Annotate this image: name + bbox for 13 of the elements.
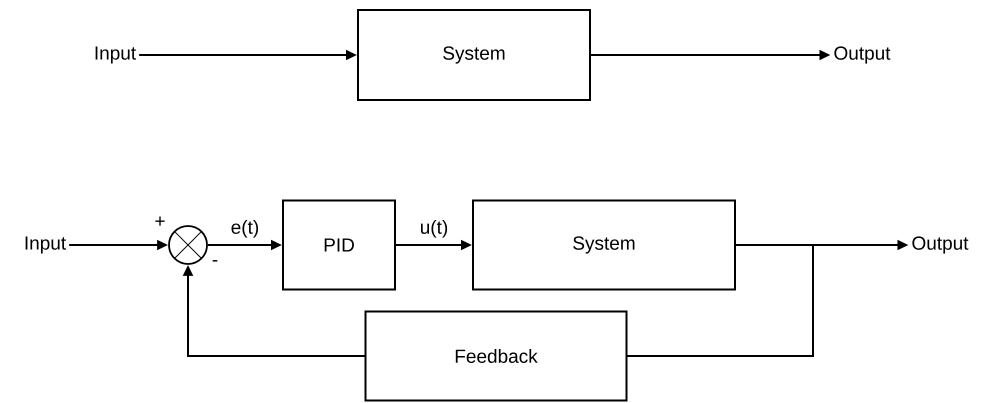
block-box: System	[472, 199, 736, 290]
edge-label: u(t)	[421, 220, 448, 238]
summing-junction	[168, 225, 208, 265]
block-box: System	[357, 9, 591, 101]
block-box: PID	[282, 199, 396, 290]
sign-label: +	[155, 216, 165, 226]
signal-label: Input	[26, 236, 66, 254]
signal-label: Output	[834, 46, 890, 64]
block-box: Feedback	[364, 310, 628, 402]
signal-label: Input	[96, 46, 136, 64]
edge-label: e(t)	[232, 220, 258, 238]
signal-label: Output	[912, 236, 968, 254]
sign-label: -	[212, 260, 218, 262]
